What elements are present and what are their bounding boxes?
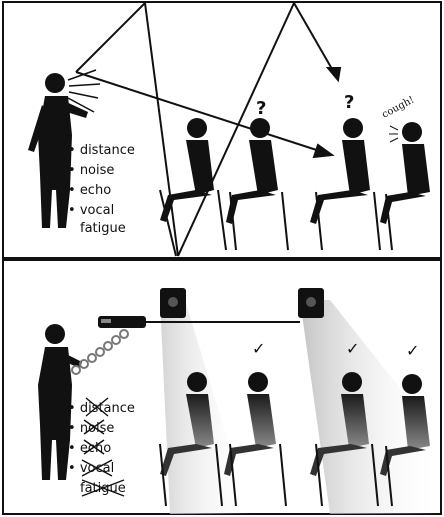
problem-noise: • noise xyxy=(68,163,114,178)
problem-distance: • distance xyxy=(68,143,135,158)
bottom-speaker xyxy=(38,324,82,480)
problem-fatigue: fatigue xyxy=(80,221,126,236)
amplifier xyxy=(98,316,146,328)
checkmark-1: ✓ xyxy=(252,339,265,358)
strike-marks xyxy=(81,397,125,497)
cough-label: cough! xyxy=(380,95,416,121)
problem-echo: • echo xyxy=(68,183,111,198)
top-audience xyxy=(159,118,430,257)
solved-problem-list: • distance • noise • echo • vocal fatigu… xyxy=(68,401,135,496)
microphone-signal xyxy=(71,329,129,375)
question-mark-1: ? xyxy=(256,98,266,119)
ceiling-speaker-left xyxy=(160,288,186,318)
question-mark-2: ? xyxy=(344,92,354,113)
checkmark-3: ✓ xyxy=(406,341,419,360)
cough-lines xyxy=(389,125,399,143)
sound-paths xyxy=(75,2,342,257)
speech-wave-lines xyxy=(67,69,101,113)
problem-vocal: • vocal xyxy=(68,203,114,218)
ceiling-speaker-right xyxy=(298,288,324,318)
top-speaker xyxy=(28,73,88,228)
checkmark-2: ✓ xyxy=(346,339,359,358)
problem-list: • distance • noise • echo • vocal fatigu… xyxy=(68,143,135,236)
top-panel-frame xyxy=(2,1,442,259)
bottom-audience xyxy=(159,372,430,507)
